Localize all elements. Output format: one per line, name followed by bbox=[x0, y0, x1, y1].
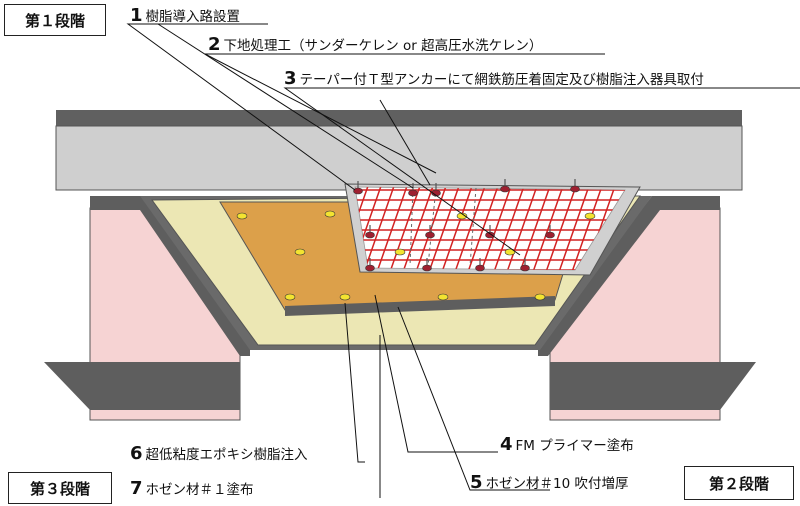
injector-port bbox=[425, 231, 435, 239]
injector-port bbox=[353, 187, 363, 195]
callout-4-number: 4 bbox=[500, 434, 513, 455]
injector-port bbox=[365, 231, 375, 239]
leader-lines bbox=[126, 23, 800, 498]
injector-port bbox=[475, 264, 485, 272]
callout-1: 1 樹脂導入路設置 bbox=[130, 5, 240, 26]
slab-underside bbox=[55, 125, 743, 191]
callout-1-text: 樹脂導入路設置 bbox=[145, 9, 241, 25]
callout-6-text: 超低粘度エポキシ樹脂注入 bbox=[145, 447, 308, 463]
callout-3-text: テーパー付Ｔ型アンカーにて網鉄筋圧着固定及び樹脂注入器具取付 bbox=[299, 72, 704, 88]
injector-port bbox=[520, 264, 530, 272]
callout-5-number: 5 bbox=[470, 472, 483, 493]
anchor-bolt bbox=[437, 293, 449, 301]
injector-port bbox=[422, 264, 432, 272]
stage-3-box: 第３段階 bbox=[8, 472, 112, 504]
anchor-bolt bbox=[456, 212, 468, 220]
injector-port bbox=[500, 185, 510, 193]
callout-1-number: 1 bbox=[130, 5, 143, 26]
right-beam-chamfer bbox=[538, 196, 720, 356]
right-beam-flange bbox=[550, 362, 756, 410]
anchor-group bbox=[236, 179, 596, 301]
callout-6-number: 6 bbox=[130, 443, 143, 464]
anchor-bolt bbox=[394, 248, 406, 256]
callout-7-number: 7 bbox=[130, 478, 143, 499]
anchor-bolt bbox=[236, 212, 248, 220]
slab-top-surface bbox=[56, 110, 742, 126]
injector-port bbox=[431, 189, 441, 197]
left-beam-flange bbox=[44, 362, 240, 410]
anchor-bolt bbox=[339, 293, 351, 301]
callout-7: 7 ホゼン材＃１塗布 bbox=[130, 478, 254, 499]
anchor-bolt bbox=[584, 212, 596, 220]
anchor-bolt bbox=[534, 293, 546, 301]
injector-port bbox=[485, 231, 495, 239]
stage-1-box: 第１段階 bbox=[4, 4, 106, 36]
anchor-bolt bbox=[284, 293, 296, 301]
callout-6: 6 超低粘度エポキシ樹脂注入 bbox=[130, 443, 308, 464]
callout-2-text: 下地処理工（サンダーケレン or 超高圧水洗ケレン） bbox=[223, 38, 543, 54]
callout-7-text: ホゼン材＃１塗布 bbox=[145, 482, 254, 498]
callout-4-text: FM プライマー塗布 bbox=[515, 438, 634, 454]
callout-3: 3 テーパー付Ｔ型アンカーにて網鉄筋圧着固定及び樹脂注入器具取付 bbox=[284, 68, 704, 89]
injector-port bbox=[408, 189, 418, 197]
callout-5: 5 ホゼン材＃10 吹付増厚 bbox=[470, 472, 629, 493]
anchor-bolt bbox=[294, 248, 306, 256]
stage-2-box: 第２段階 bbox=[684, 466, 794, 500]
spray-layer-edge bbox=[285, 296, 555, 316]
injector-port bbox=[365, 264, 375, 272]
callout-5-text: ホゼン材＃10 吹付増厚 bbox=[485, 476, 629, 492]
injector-port bbox=[570, 185, 580, 193]
injector-port bbox=[545, 231, 555, 239]
resin-paths bbox=[409, 187, 477, 267]
callout-2-number: 2 bbox=[208, 34, 221, 55]
callout-4: 4 FM プライマー塗布 bbox=[500, 434, 634, 455]
anchor-bolt bbox=[324, 210, 336, 218]
callout-2: 2 下地処理工（サンダーケレン or 超高圧水洗ケレン） bbox=[208, 34, 542, 55]
callout-3-number: 3 bbox=[284, 68, 297, 89]
